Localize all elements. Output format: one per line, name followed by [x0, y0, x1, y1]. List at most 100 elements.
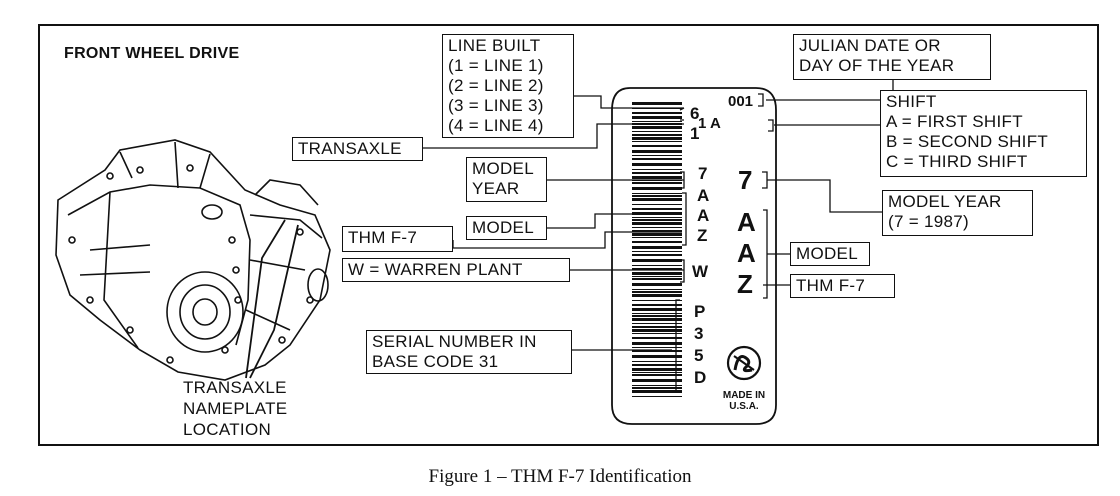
model-year-right-line-1: MODEL YEAR	[888, 192, 1002, 211]
barcode-stripe	[632, 361, 682, 362]
barcode-stripe	[632, 150, 682, 153]
tag-plant-code: W	[692, 262, 709, 281]
barcode-stripe	[632, 294, 682, 297]
barcode-stripe	[632, 390, 682, 393]
shift-title: SHIFT	[886, 92, 937, 111]
barcode-stripe	[632, 259, 682, 262]
barcode-stripe	[632, 169, 682, 170]
barcode-stripe	[632, 187, 682, 190]
barcode-stripe	[632, 326, 682, 328]
nameplate-line-1: TRANSAXLE	[183, 378, 287, 397]
nameplate-location-pointer	[245, 219, 299, 379]
line-built-1: (1 = LINE 1)	[448, 56, 544, 75]
barcode-stripe	[632, 276, 682, 277]
transaxle-illustration	[55, 139, 331, 381]
barcode-stripe	[632, 241, 682, 243]
barcode-stripe	[632, 291, 682, 293]
barcode-stripe	[632, 222, 682, 225]
barcode-stripe	[632, 208, 682, 210]
barcode-stripe	[632, 195, 682, 197]
barcode-stripe	[632, 387, 682, 389]
model-label-right: MODEL	[790, 242, 870, 266]
barcode-stripe	[632, 219, 682, 221]
barcode-stripe	[632, 350, 682, 352]
tag-big-year: 7	[738, 165, 753, 195]
tag-serial-2: 3	[694, 324, 704, 343]
barcode-stripe	[632, 300, 682, 301]
barcode-stripe	[632, 329, 682, 332]
nameplate-line-3: LOCATION	[183, 420, 272, 439]
figure-frame	[38, 24, 1099, 446]
tag-big-model-1: A	[737, 207, 756, 237]
barcode-stripe	[632, 126, 682, 129]
tag-line-code-2: 1	[690, 124, 700, 143]
shift-first: A = FIRST SHIFT	[886, 112, 1023, 131]
tag-serial-1: P	[694, 302, 706, 321]
tag-line-code-1: 6	[690, 104, 700, 123]
barcode-stripe	[632, 182, 682, 184]
barcode-stripe	[632, 237, 682, 238]
barcode-stripe	[632, 278, 682, 280]
transaxle-label: TRANSAXLE	[292, 137, 423, 161]
thm-label-right: THM F-7	[790, 274, 895, 298]
tag-shift-code: 1 A	[698, 115, 721, 132]
nameplate-line-2: NAMEPLATE	[183, 399, 288, 418]
shift-label: SHIFT A = FIRST SHIFT B = SECOND SHIFT C…	[880, 90, 1087, 177]
barcode-stripe	[632, 379, 682, 382]
barcode-stripe	[632, 304, 682, 306]
made-in-label: MADE IN U.S.A.	[721, 390, 767, 412]
barcode-stripe	[632, 342, 682, 345]
made-in-line-1: MADE IN	[722, 390, 766, 401]
barcode-stripe	[632, 145, 682, 147]
tag-serial-4: D	[694, 368, 707, 387]
shift-third: C = THIRD SHIFT	[886, 152, 1028, 171]
barcode-stripe	[632, 272, 682, 275]
barcode-stripe	[632, 102, 682, 105]
barcode-stripe	[632, 137, 682, 140]
julian-date-label: JULIAN DATE OR DAY OF THE YEAR	[793, 34, 991, 80]
barcode-stripe	[632, 347, 682, 348]
barcode-stripe	[632, 112, 682, 114]
made-in-line-2: U.S.A.	[729, 401, 759, 412]
leader-lines	[423, 80, 894, 393]
barcode-stripe	[632, 172, 682, 174]
model-year-label-left: MODEL YEAR	[466, 157, 547, 202]
barcode-stripe	[632, 337, 682, 339]
barcode-stripe	[632, 313, 682, 314]
barcode-stripe	[632, 193, 682, 194]
barcode-stripe	[632, 198, 682, 201]
barcode-stripe	[632, 364, 682, 366]
model-year-left-line-2: YEAR	[472, 179, 520, 198]
line-built-2: (2 = LINE 2)	[448, 76, 544, 95]
tag-big-model-3: Z	[737, 269, 753, 299]
julian-line-1: JULIAN DATE OR	[799, 36, 941, 55]
tag-model-code-3: Z	[697, 226, 708, 245]
line-built-title: LINE BUILT	[448, 36, 541, 55]
julian-line-2: DAY OF THE YEAR	[799, 56, 955, 75]
tag-year-code: 7	[698, 164, 708, 183]
serial-line-2: BASE CODE 31	[372, 352, 499, 371]
tag-model-code-2: A	[697, 206, 710, 225]
barcode-stripe	[632, 372, 682, 373]
barcode-stripe	[632, 268, 682, 270]
barcode-stripe	[632, 217, 682, 218]
barcode-stripe	[632, 204, 682, 205]
barcode-stripe	[632, 254, 682, 256]
model-label-left: MODEL	[466, 216, 547, 240]
barcode-stripe	[632, 230, 682, 232]
barcode-stripe	[632, 374, 682, 376]
barcode-stripe	[632, 158, 682, 160]
barcode-stripe	[632, 176, 682, 179]
barcode-stripe	[632, 323, 682, 324]
barcode-stripe	[632, 155, 682, 156]
tag-big-model-2: A	[737, 238, 756, 268]
barcode-stripe	[632, 368, 682, 371]
barcode-stripe	[632, 246, 682, 249]
barcode-stripe	[632, 141, 682, 142]
barcode	[632, 102, 682, 397]
nameplate-location-label: TRANSAXLE NAMEPLATE LOCATION	[183, 377, 287, 440]
barcode-stripe	[632, 315, 682, 317]
barcode-stripe	[632, 134, 682, 136]
barcode-stripe	[632, 355, 682, 358]
